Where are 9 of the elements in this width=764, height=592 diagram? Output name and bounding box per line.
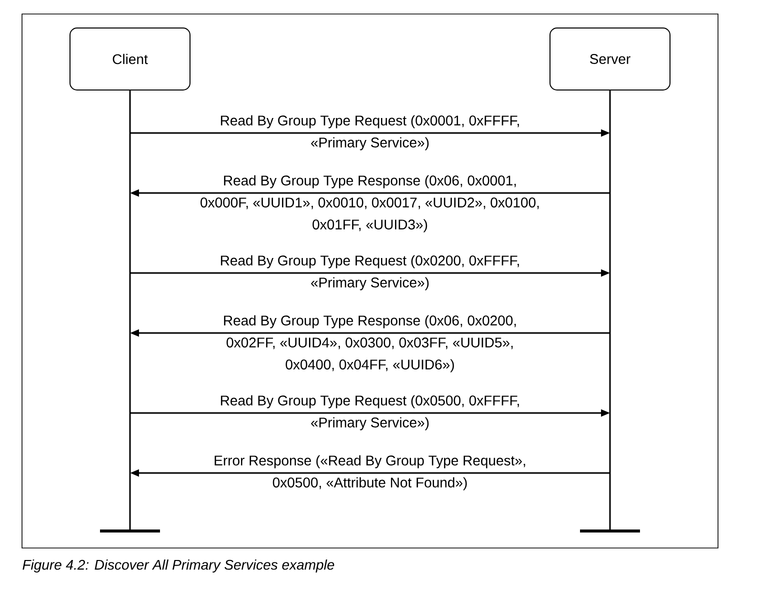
participant-box: Server [550,28,670,90]
message-label: Read By Group Type Response (0x06, 0x0001, 0x000F, «UUID1», 0x0010, 0x0017, «UUID2», 0x0100, 0x01FF, «UUID3») [200,175,539,232]
message-label: Read By Group Type Request (0x0001, 0xFFFF, «Primary Service») [220,115,519,150]
message-label: Error Response («Read By Group Type Request», 0x0500, «Attribute Not Found») [214,455,526,490]
message-label: Read By Group Type Response (0x06, 0x0200, 0x02FF, «UUID4», 0x0300, 0x03FF, «UUID5», 0x0400, 0x04FF, «UUID6») [224,315,516,372]
participant-box: Client [70,28,190,90]
message-label: Read By Group Type Request (0x0200, 0xFFFF, «Primary Service») [220,255,519,290]
message-label: Read By Group Type Request (0x0500, 0xFFFF, «Primary Service») [220,395,519,430]
figure-caption: Figure 4.2: Discover All Primary Services example [22,559,334,573]
